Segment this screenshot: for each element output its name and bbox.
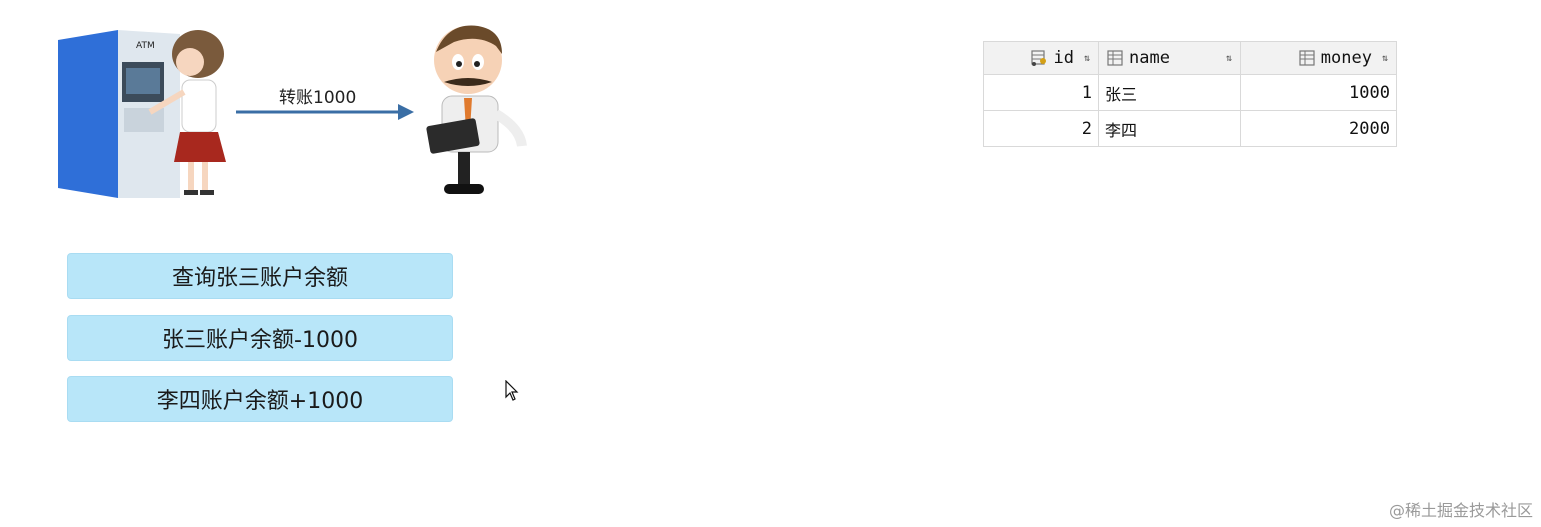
banker-illustration (426, 25, 527, 194)
sort-icon[interactable]: ⇅ (1083, 52, 1090, 64)
transfer-arrow (236, 104, 414, 120)
result-table: id ⇅ name ⇅ (983, 41, 1397, 147)
cell-name[interactable]: 李四 (1098, 110, 1241, 147)
cell-id[interactable]: 1 (983, 74, 1099, 111)
sort-icon[interactable]: ⇅ (1381, 52, 1388, 64)
step-query-balance: 查询张三账户余额 (67, 253, 453, 299)
column-icon (1107, 50, 1123, 66)
watermark: @稀土掘金技术社区 (1388, 501, 1533, 520)
cell-money[interactable]: 2000 (1240, 110, 1397, 147)
cell-name[interactable]: 张三 (1098, 74, 1241, 111)
transfer-label: 转账1000 (279, 88, 357, 108)
step-debit-zhangsan: 张三账户余额-1000 (67, 315, 453, 361)
sort-icon[interactable]: ⇅ (1225, 52, 1232, 64)
column-header-label: money (1320, 48, 1372, 68)
table-header-row: id ⇅ name ⇅ (983, 41, 1397, 75)
column-header-id[interactable]: id ⇅ (983, 41, 1099, 75)
atm-woman-illustration: ATM (58, 30, 226, 198)
cell-money[interactable]: 1000 (1240, 74, 1397, 111)
step-credit-lisi: 李四账户余额+1000 (67, 376, 453, 422)
column-header-name[interactable]: name ⇅ (1098, 41, 1241, 75)
table-row[interactable]: 1 张三 1000 (983, 74, 1397, 111)
column-icon (1299, 50, 1315, 66)
cell-id[interactable]: 2 (983, 110, 1099, 147)
mouse-cursor-icon (505, 380, 519, 401)
svg-text:ATM: ATM (136, 41, 155, 51)
column-header-label: name (1129, 48, 1170, 68)
column-header-label: id (1053, 48, 1074, 68)
table-row[interactable]: 2 李四 2000 (983, 110, 1397, 147)
primary-key-icon (1031, 50, 1047, 66)
column-header-money[interactable]: money ⇅ (1240, 41, 1397, 75)
